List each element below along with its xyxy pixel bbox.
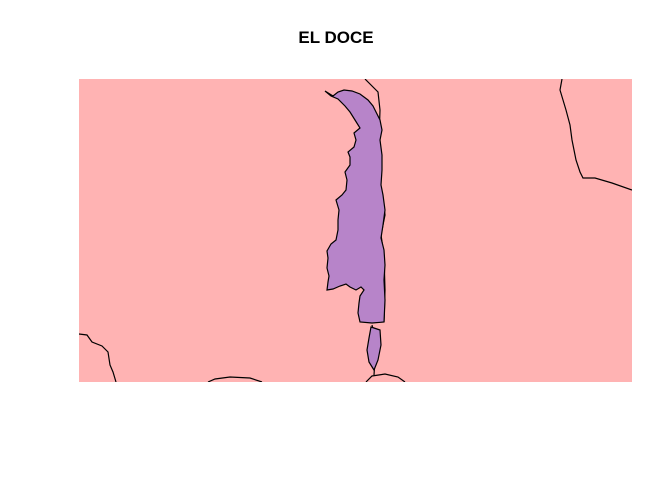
border-line: [365, 373, 406, 382]
border-line: [559, 79, 632, 191]
border-line: [79, 333, 117, 382]
border-line: [207, 376, 263, 382]
map-title: EL DOCE: [298, 28, 374, 47]
highlighted-department-south: [366, 326, 382, 372]
highlighted-department: [324, 89, 386, 324]
